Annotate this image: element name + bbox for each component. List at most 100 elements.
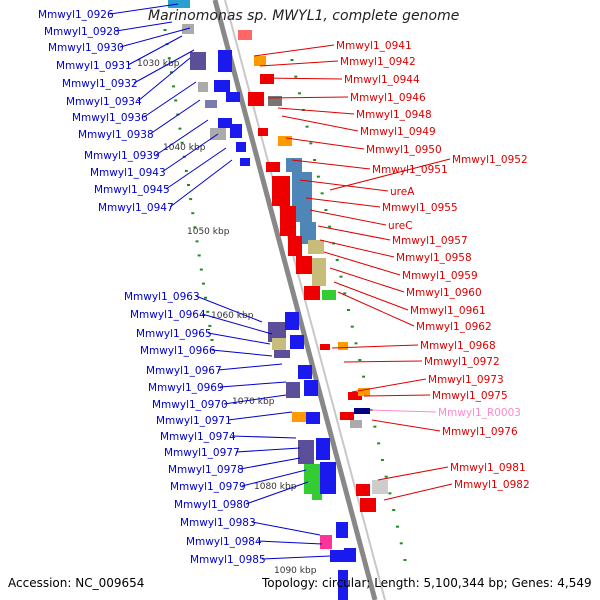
gene-feature-right (296, 256, 312, 274)
gene-feature-left (230, 124, 242, 138)
ruler-dot-inner (184, 169, 188, 172)
gene-label-right: Mmwyl1_0961 (410, 305, 486, 317)
left-label-connector (127, 35, 183, 66)
gene-label-left: Mmwyl1_0934 (66, 96, 142, 108)
right-label-connector (323, 251, 401, 276)
gene-feature-left (240, 158, 250, 166)
ruler-dot-inner (187, 184, 190, 186)
right-label-connector (363, 394, 431, 397)
gene-label-left: Mmwyl1_0939 (84, 150, 160, 162)
gene-feature-left (218, 118, 232, 128)
ruler-dot-outer (395, 525, 399, 528)
gene-label-right: Mmwyl1_0973 (428, 374, 504, 386)
gene-feature-left (290, 335, 304, 349)
gene-label-left: Mmwyl1_0930 (48, 42, 124, 54)
left-label-connector (155, 119, 209, 156)
gene-feature-right (308, 240, 324, 254)
gene-label-left: Mmwyl1_0936 (72, 112, 148, 124)
kbp-tick-label: 1090 kbp (274, 566, 317, 576)
ruler-dot-outer (324, 209, 328, 211)
left-label-connector (239, 457, 301, 470)
gene-feature-left (338, 570, 348, 600)
ruler-dot-outer (305, 125, 309, 128)
gene-label-right: Mmwyl1_0955 (382, 202, 458, 214)
gene-label-left: Mmwyl1_0969 (148, 382, 224, 394)
left-label-connector (169, 159, 233, 208)
gene-label-left: Mmwyl1_0985 (190, 554, 266, 566)
gene-feature-right (280, 206, 296, 236)
gene-label-right: Mmwyl1_0975 (432, 390, 508, 402)
right-label-connector (371, 419, 441, 432)
gene-feature-right (338, 342, 348, 350)
ruler-dot-inner (210, 339, 214, 341)
ruler-dot-outer (335, 259, 339, 261)
left-label-connector (235, 447, 301, 453)
gene-feature-right (292, 172, 312, 222)
ruler-dot-outer (347, 309, 350, 311)
gene-feature-left (207, 55, 219, 69)
gene-feature-left (304, 464, 320, 494)
gene-feature-right (238, 30, 252, 40)
gene-label-left: Mmwyl1_0932 (62, 78, 138, 90)
ruler-dot-outer (328, 225, 332, 228)
ruler-dot-inner (172, 85, 176, 88)
gene-feature-right (340, 412, 354, 420)
gene-feature-right (248, 92, 264, 106)
ruler-dot-outer (313, 159, 317, 161)
ruler-dot-inner (189, 198, 193, 201)
ruler-dot-inner (193, 226, 197, 229)
gene-label-left: Mmwyl1_0967 (146, 365, 222, 377)
ruler-dot-outer (290, 59, 294, 61)
ruler-dot-outer (316, 175, 320, 178)
right-label-connector (333, 281, 409, 311)
right-label-connector (329, 158, 451, 191)
ruler-dot-inner (180, 141, 184, 144)
right-label-connector (309, 209, 387, 226)
ruler-dot-inner (197, 254, 201, 257)
gene-feature-right (312, 258, 326, 286)
gene-feature-right (360, 498, 376, 512)
right-label-connector (383, 483, 453, 501)
right-label-connector (329, 267, 405, 293)
gene-feature-left (218, 50, 232, 72)
gene-feature-left (226, 92, 240, 102)
gene-label-left: Mmwyl1_0966 (140, 345, 216, 357)
gene-feature-right (258, 128, 268, 136)
gene-label-right: Mmwyl1_0952 (452, 154, 528, 166)
ruler-dot-outer (373, 425, 377, 428)
ruler-dot-outer (392, 509, 396, 511)
left-label-connector (165, 147, 227, 190)
ruler-dot-outer (294, 75, 298, 78)
gene-label-right: Mmwyl1_0959 (402, 270, 478, 282)
gene-label-right: Mmwyl1_0949 (360, 126, 436, 138)
ruler-dot-outer (350, 325, 354, 328)
left-label-connector (241, 469, 307, 487)
ruler-dot-inner (206, 310, 210, 313)
gene-feature-left (306, 412, 320, 424)
gene-label-right: Mmwyl1_0960 (406, 287, 482, 299)
gene-label-left: Mmwyl1_0964 (130, 309, 206, 321)
left-label-connector (227, 411, 293, 421)
left-label-connector (223, 394, 287, 405)
right-label-connector (253, 44, 335, 57)
gene-label-right: Mmwyl1_0981 (450, 462, 526, 474)
gene-label-left: Mmwyl1_0983 (180, 517, 256, 529)
gene-feature-left (274, 350, 290, 358)
gene-label-left: Mmwyl1_0977 (164, 447, 240, 459)
gene-label-right: Mmwyl1_0948 (356, 109, 432, 121)
gene-feature-left (298, 440, 314, 464)
right-label-connector (261, 77, 343, 80)
right-label-connector (277, 107, 355, 115)
ruler-dot-outer (343, 292, 347, 295)
gene-label-left: Mmwyl1_0938 (78, 129, 154, 141)
gene-label-right: Mmwyl1_0951 (372, 164, 448, 176)
right-label-connector (319, 239, 395, 258)
ruler-dot-inner (204, 296, 208, 299)
gene-label-left: Mmwyl1_0984 (186, 536, 262, 548)
gene-label-right: Mmwyl1_0944 (344, 74, 420, 86)
gene-feature-left (316, 438, 330, 460)
gene-label-right: Mmwyl1_0958 (396, 252, 472, 264)
ruler-dot-inner (169, 71, 173, 74)
gene-label-left: Mmwyl1_0928 (44, 26, 120, 38)
